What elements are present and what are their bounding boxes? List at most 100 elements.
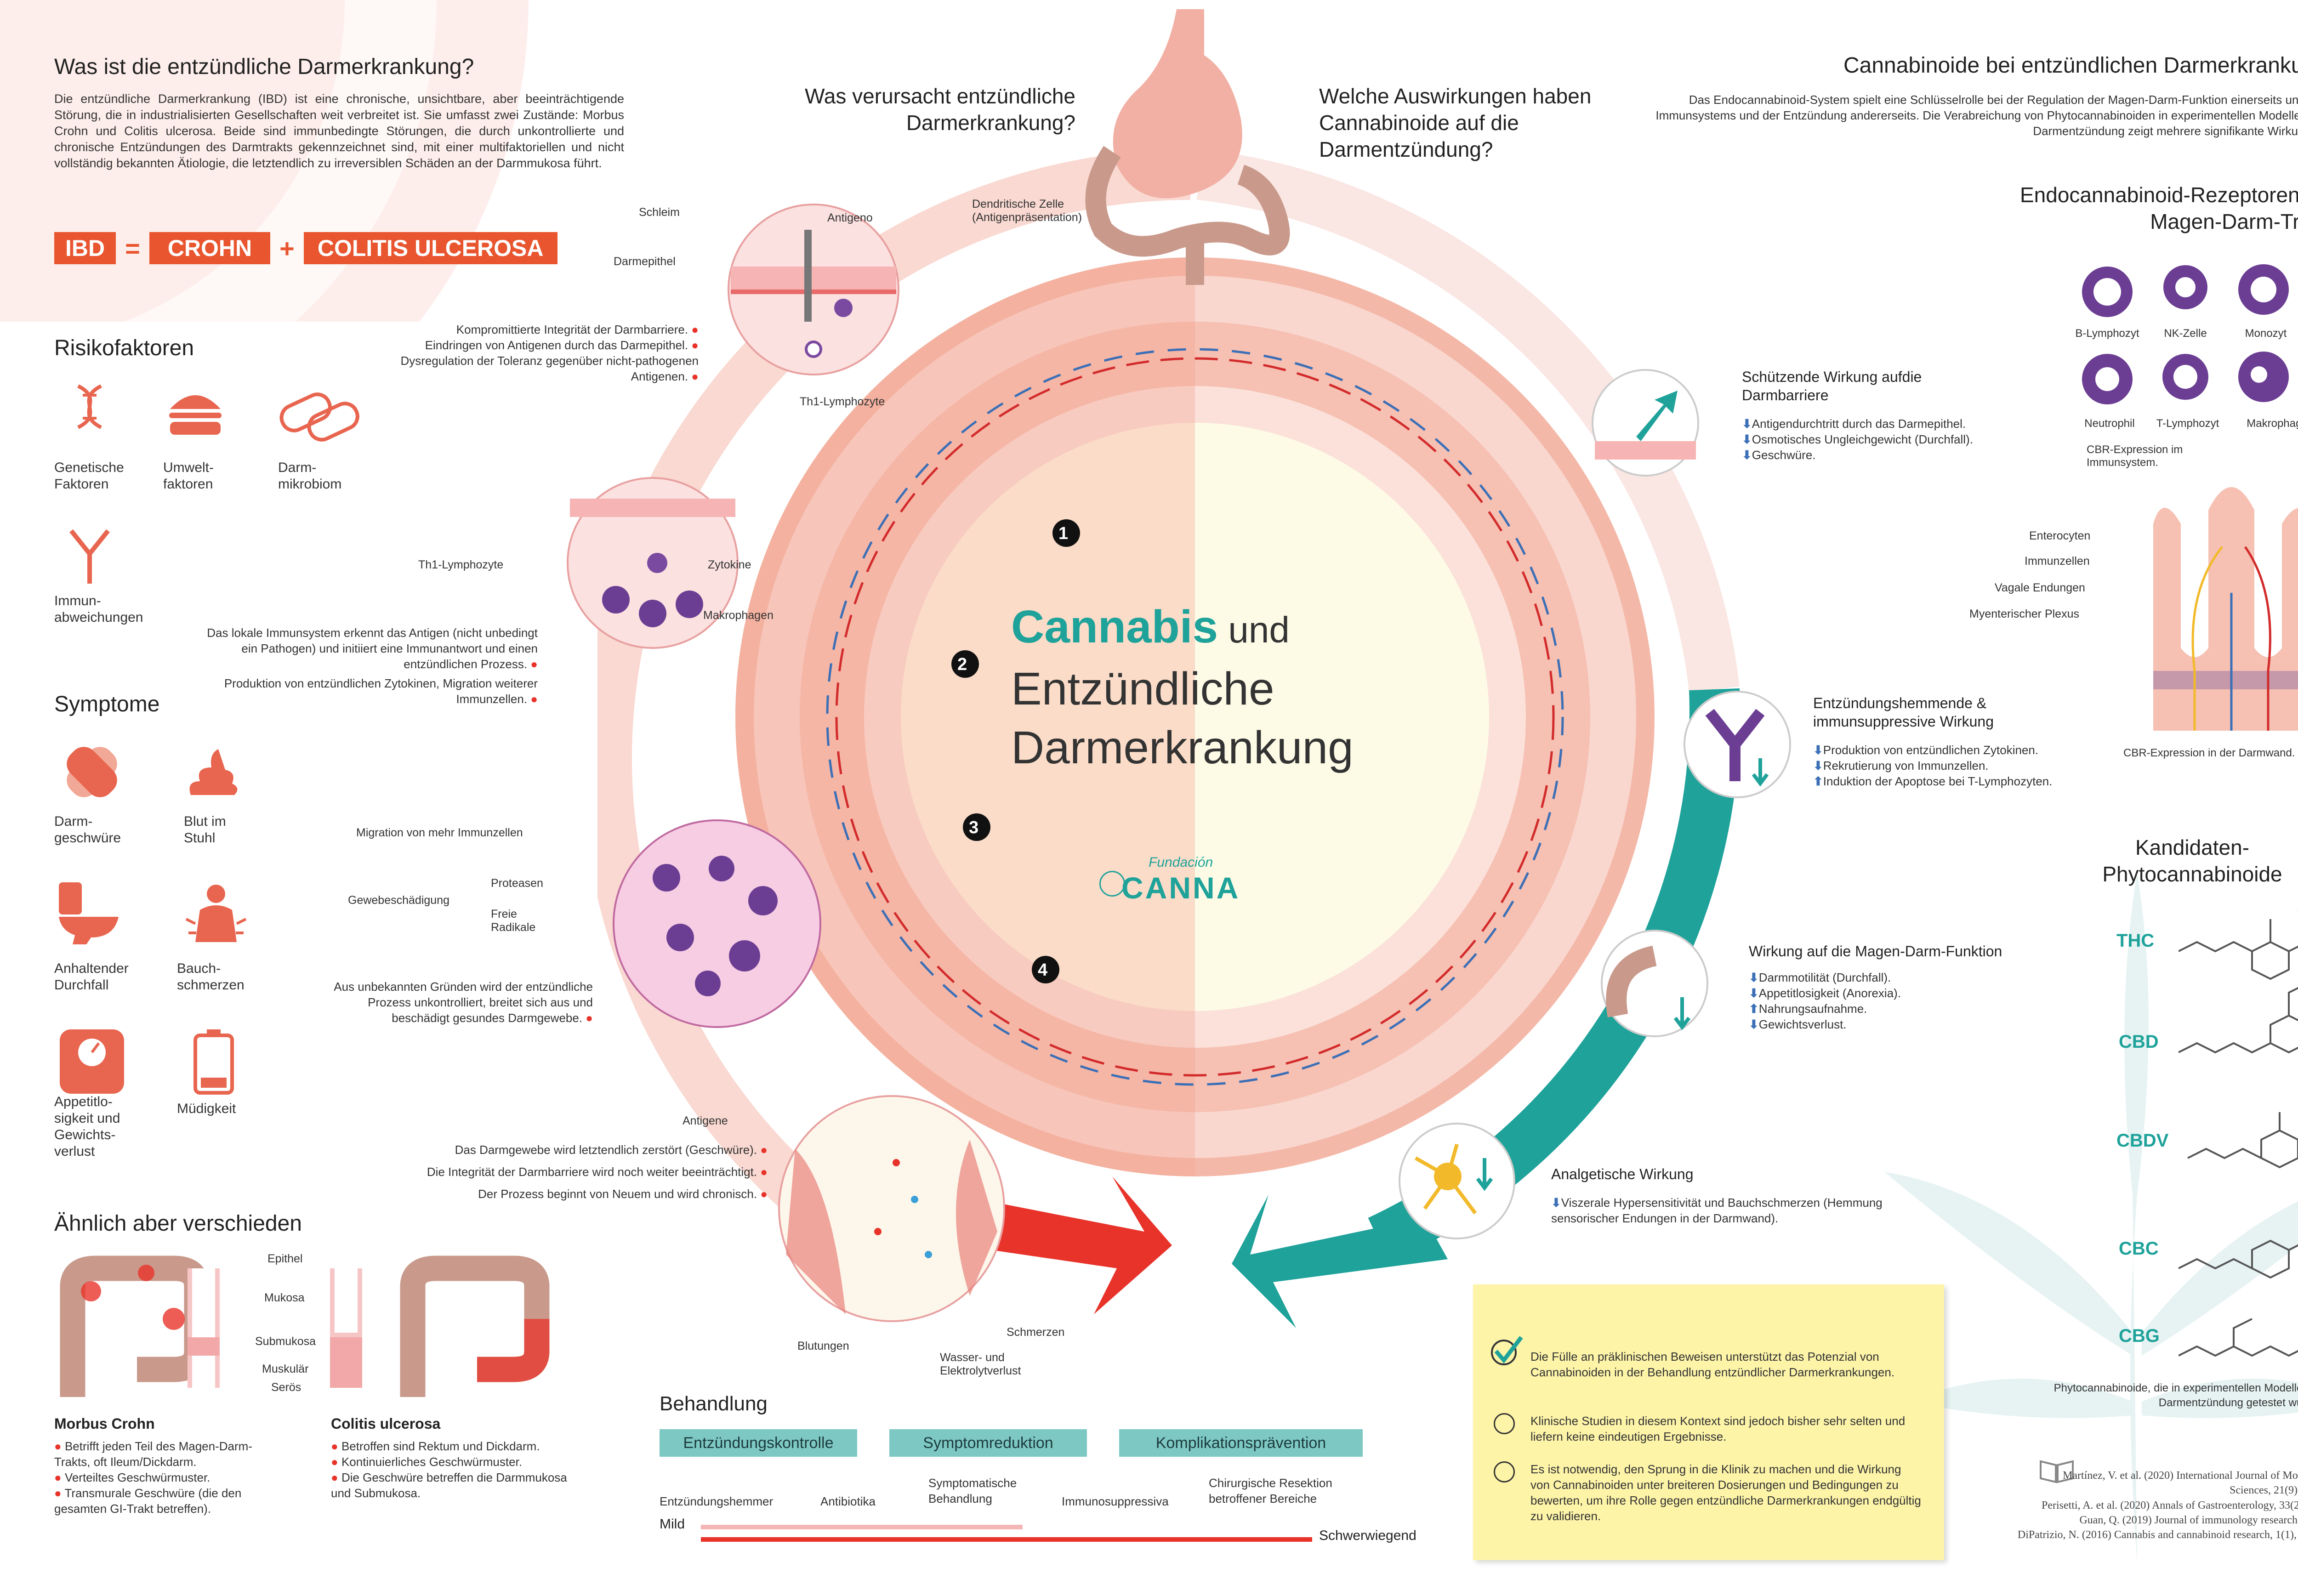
intestinal-wall bbox=[2153, 487, 2298, 731]
note-item-2: Es ist notwendig, den Sprung in die Klin… bbox=[1530, 1462, 1921, 1523]
mild-bar bbox=[701, 1525, 1023, 1529]
gi-title: Wirkung auf die Magen-Darm-Funktion bbox=[1749, 943, 2002, 960]
cand-cbc: CBC bbox=[2119, 1238, 2159, 1259]
cand-note: Phytocannabinoide, die in experimentelle… bbox=[2053, 1382, 2298, 1409]
crohn-box: CROHN bbox=[149, 232, 271, 264]
antibody-icon bbox=[69, 529, 110, 584]
ref-2: Guan, Q. (2019) Journal of immunology re… bbox=[2079, 1514, 2298, 1526]
label-proteasen: Proteasen bbox=[491, 877, 543, 890]
label-blutungen: Blutungen bbox=[797, 1340, 849, 1352]
badge-4: 4 bbox=[1038, 960, 1048, 980]
book-icon bbox=[2040, 1460, 2074, 1483]
label-th1: Th1-Lymphozyte bbox=[800, 395, 885, 408]
label-antigeno: Antigeno bbox=[827, 211, 873, 224]
treat-item-0: Entzündungshemmer bbox=[660, 1494, 774, 1508]
label-wasser: Wasser- und Elektrolytverlust bbox=[940, 1351, 1021, 1377]
ref-0: Martínez, V. et al. (2020) International… bbox=[2063, 1470, 2298, 1496]
cell-nk: NK-Zelle bbox=[2164, 327, 2207, 340]
receptor-title: Endocannabinoid-Rezeptoren im Magen-Darm… bbox=[2020, 183, 2298, 233]
microbiome-icon bbox=[279, 392, 359, 442]
wall-enterocyten: Enterocyten bbox=[2029, 529, 2091, 542]
label-darmepithel: Darmepithel bbox=[614, 255, 676, 268]
main-title: Cannabis und Entzündliche Darmerkrankung bbox=[1011, 601, 1354, 773]
cand-title: Kandidaten-Phytocannabinoide bbox=[2102, 835, 2282, 886]
ibd-box: IBD bbox=[54, 232, 116, 264]
symptom-pain: Bauch-schmerzen bbox=[177, 961, 245, 993]
symptom-title: Symptome bbox=[54, 692, 160, 716]
detail-circle-2 bbox=[567, 477, 739, 649]
note-item-1: Klinische Studien in diesem Kontext sind… bbox=[1530, 1414, 1906, 1443]
checkmark-icon bbox=[1491, 1336, 1523, 1365]
cand-thc: THC bbox=[2116, 931, 2155, 951]
note-bullet-1 bbox=[1494, 1413, 1515, 1434]
conclusion-note bbox=[1473, 1284, 1944, 1560]
wall-immunzellen: Immunzellen bbox=[2025, 555, 2090, 568]
ulcer-bandage-icon bbox=[67, 747, 117, 797]
analg-list: ⬇Viszerale Hypersensitivität und Bauchsc… bbox=[1551, 1196, 1883, 1225]
step2-text: Das lokale Immunsystem erkennt das Antig… bbox=[207, 626, 538, 706]
what-text: Die entzündliche Darmerkrankung (IBD) is… bbox=[54, 92, 624, 170]
symptom-diarrhea: Anhaltender Durchfall bbox=[54, 961, 129, 993]
symptom-fatigue: Müdigkeit bbox=[177, 1101, 236, 1116]
cell-b: B-Lymphozyt bbox=[2075, 327, 2139, 340]
risk-immune: Immun-abweichungen bbox=[54, 593, 143, 625]
step3-text: Aus unbekannten Gründen wird der entzünd… bbox=[334, 980, 593, 1025]
treatment-box-inflammation: Entzündungskontrolle bbox=[660, 1429, 857, 1457]
symptom-ulcers: Darm-geschwüre bbox=[54, 814, 121, 846]
layer-submukosa: Submukosa bbox=[255, 1335, 316, 1348]
barrier-title: Schützende Wirkung aufdie Darmbarriere bbox=[1742, 369, 1922, 403]
battery-icon bbox=[193, 1029, 234, 1095]
layer-muskular: Muskulär bbox=[262, 1363, 309, 1375]
effect-title: Welche Auswirkungen haben Cannabinoide a… bbox=[1319, 84, 1592, 161]
treat-item-3: Immunosuppressiva bbox=[1062, 1494, 1169, 1508]
label-zytokine: Zytokine bbox=[708, 558, 751, 571]
central-diagram bbox=[597, 9, 1740, 1328]
layer-seros: Serös bbox=[271, 1381, 301, 1394]
neuron-circle bbox=[1399, 1123, 1515, 1239]
cause-title: Was verursacht entzündliche Darmerkranku… bbox=[805, 84, 1075, 135]
cell-monozyt: Monozyt bbox=[2245, 327, 2287, 340]
badge-1: 1 bbox=[1058, 524, 1069, 543]
cell-neutrophil: Neutrophil bbox=[2084, 417, 2135, 430]
step4-text: Das Darmgewebe wird letztendlich zerstör… bbox=[427, 1143, 768, 1201]
badge-3: 3 bbox=[969, 818, 979, 837]
step1-text: Kompromittierte Integrität der Darmbarri… bbox=[400, 323, 699, 383]
label-schmerzen: Schmerzen bbox=[1007, 1326, 1065, 1339]
barrier-circle bbox=[1592, 369, 1699, 477]
severe-label: Schwerwiegend bbox=[1319, 1528, 1416, 1543]
symptom-blood: Blut im Stuhl bbox=[184, 814, 226, 846]
similar-title: Ähnlich aber verschieden bbox=[54, 1211, 302, 1236]
treatment-box-symptoms: Symptomreduktion bbox=[889, 1429, 1087, 1457]
cand-cbdv: CBDV bbox=[2116, 1130, 2169, 1151]
stool-icon bbox=[189, 749, 238, 795]
what-title: Was ist die entzündliche Darmerkrankung? bbox=[54, 55, 474, 79]
risk-environment: Umwelt-faktoren bbox=[163, 460, 214, 492]
cbr-wall: CBR-Expression in der Darmwand. bbox=[2123, 747, 2295, 759]
antibody-effect-circle bbox=[1684, 691, 1791, 798]
treat-item-4: Chirurgische Resektion betroffener Berei… bbox=[1209, 1476, 1332, 1505]
label-migration: Migration von mehr Immunzellen bbox=[356, 826, 523, 839]
cannabis-leaf-watermark bbox=[1884, 873, 2298, 1562]
burger-icon bbox=[169, 395, 222, 435]
gi-list: ⬇Darmmotilität (Durchfall). ⬇Appetitlosi… bbox=[1749, 971, 1901, 1031]
crohn-title: Morbus Crohn bbox=[54, 1415, 155, 1432]
ref-3: DiPatrizio, N. (2016) Cannabis and canna… bbox=[2017, 1529, 2298, 1541]
label-schleim: Schleim bbox=[639, 206, 680, 219]
ibd-equation: IBD = CROHN + COLITIS ULCEROSA bbox=[54, 232, 557, 264]
right-title: Cannabinoide bei entzündlichen Darmerkra… bbox=[1843, 53, 2298, 78]
badge-2: 2 bbox=[957, 655, 967, 674]
immune-cells bbox=[2082, 264, 2289, 404]
analg-title: Analgetische Wirkung bbox=[1551, 1166, 1694, 1182]
scale-icon bbox=[60, 1029, 124, 1094]
cell-makrophage: Makrophage bbox=[2247, 417, 2298, 430]
detail-circle-3 bbox=[613, 819, 821, 1028]
dna-icon bbox=[77, 384, 102, 429]
gi-circle bbox=[1601, 930, 1708, 1037]
symptom-appetite: Appetitlo-sigkeit und Gewichts-verlust bbox=[54, 1094, 120, 1159]
anti-list: ⬇Produktion von entzündlichen Zytokinen.… bbox=[1813, 743, 2053, 788]
colitis-points: ● Betroffen sind Rektum und Dickdarm. ● … bbox=[331, 1439, 567, 1500]
label-gewebe: Gewebeschädigung bbox=[348, 894, 449, 907]
label-antigene: Antigene bbox=[683, 1114, 728, 1127]
note-bullet-2 bbox=[1494, 1461, 1515, 1482]
colon-comparison bbox=[60, 1255, 550, 1397]
